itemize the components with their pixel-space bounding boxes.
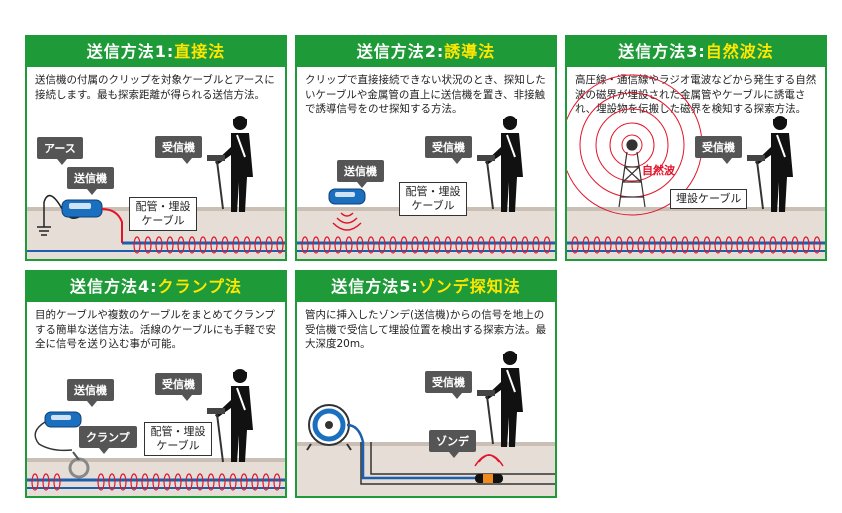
title-prefix: 送信方法2: — [356, 42, 445, 61]
panel-natural-wave-method: 送信方法3:自然波法 高圧線・通信線やラジオ電波などから発生する自然波の磁界が埋… — [565, 35, 827, 261]
receiver-callout: 受信機 — [155, 373, 202, 401]
receiver-callout: 受信機 — [425, 136, 472, 164]
transmitter-icon — [328, 188, 366, 205]
scene-illustration — [27, 369, 285, 491]
receiver-callout: 受信機 — [155, 136, 202, 164]
panel-direct-method: 送信方法1:直接法 送信機の付属のクリップを対象ケーブルとアースに接続します。最… — [25, 35, 287, 261]
title-method: 直接法 — [174, 42, 226, 61]
buried-cable-label: 埋設ケーブル — [670, 189, 748, 209]
panel-title: 送信方法2:誘導法 — [297, 37, 555, 67]
receiver-person-icon — [207, 369, 253, 463]
earth-callout: アース — [37, 137, 83, 165]
title-method: 誘導法 — [444, 42, 496, 61]
panel-title: 送信方法1:直接法 — [27, 37, 285, 67]
panel-description: 送信機の付属のクリップを対象ケーブルとアースに接続します。最も探索距離が得られる… — [35, 74, 275, 101]
pipe-cable-label: 配管・埋設ケーブル — [399, 182, 467, 216]
cable-reel-icon — [306, 404, 487, 480]
title-method: クランプ法 — [157, 277, 243, 296]
pipe-cable-label: 配管・埋設ケーブル — [129, 197, 197, 231]
panel-description: クリップで直接接続できない状況のとき、探知したいケーブルや金属管の直上に送信機を… — [305, 74, 546, 115]
title-prefix: 送信方法1: — [86, 42, 175, 61]
transmitter-callout: 送信機 — [67, 167, 114, 195]
clamp-callout: クランプ — [79, 426, 137, 454]
panel-title: 送信方法5:ゾンデ探知法 — [297, 272, 555, 302]
receiver-person-icon — [477, 351, 523, 447]
transmitter-icon — [34, 411, 82, 452]
panel-clamp-method: 送信方法4:クランプ法 目的ケーブルや複数のケーブルをまとめてクランプする簡単な… — [25, 270, 287, 498]
title-prefix: 送信方法5: — [331, 277, 419, 296]
sonde-icon — [475, 474, 503, 483]
radio-tower-icon — [618, 139, 646, 208]
signal-loops — [301, 236, 551, 254]
signal-waves-icon — [332, 212, 362, 231]
title-prefix: 送信方法4: — [69, 277, 158, 296]
scene-illustration — [27, 116, 285, 254]
panel-sonde-method: 送信方法5:ゾンデ探知法 管内に挿入したゾンデ(送信機)からの信号を地上の受信機… — [295, 270, 557, 498]
transmitter-callout: 送信機 — [337, 160, 384, 188]
scene-illustration — [306, 351, 555, 485]
title-method: 自然波法 — [705, 42, 774, 61]
receiver-person-icon — [477, 116, 523, 212]
natural-wave-label: 自然波 — [642, 164, 675, 177]
panel-title: 送信方法3:自然波法 — [567, 37, 825, 67]
panel-induction-method: 送信方法2:誘導法 クリップで直接接続できない状況のとき、探知したいケーブルや金… — [295, 35, 557, 261]
pipe-cable-label: 配管・埋設ケーブル — [144, 422, 212, 456]
title-prefix: 送信方法3: — [618, 42, 706, 61]
transmitter-callout: 送信機 — [67, 379, 114, 407]
panel-description: 高圧線・通信線やラジオ電波などから発生する自然波の磁界が埋設された金属管やケーブ… — [575, 74, 817, 115]
panel-description: 目的ケーブルや複数のケーブルをまとめてクランプする簡単な送信方法。活線のケーブル… — [35, 309, 276, 350]
receiver-person-icon — [747, 116, 793, 212]
sonde-callout: ゾンデ — [429, 430, 476, 458]
panel-description: 管内に挿入したゾンデ(送信機)からの信号を地上の受信機で受信して埋設位置を検出す… — [305, 309, 547, 350]
ground-surface — [567, 207, 825, 211]
signal-loops — [133, 236, 284, 254]
receiver-callout: 受信機 — [695, 136, 742, 164]
scene-illustration — [567, 74, 825, 254]
signal-waves-icon — [474, 454, 504, 467]
ground-surface — [27, 458, 285, 462]
signal-loops — [31, 473, 281, 491]
receiver-person-icon — [207, 116, 253, 212]
transmitter-icon — [61, 199, 123, 243]
clamp-icon — [68, 451, 90, 479]
scene-illustration — [297, 116, 555, 254]
receiver-callout: 受信機 — [425, 371, 472, 399]
title-method: ゾンデ探知法 — [418, 277, 521, 296]
ground-surface — [297, 442, 555, 446]
ground — [297, 442, 555, 496]
panel-title: 送信方法4:クランプ法 — [27, 272, 285, 302]
signal-loops — [571, 236, 821, 254]
earth-stake-icon — [37, 194, 80, 236]
buried-pipe — [27, 478, 285, 489]
